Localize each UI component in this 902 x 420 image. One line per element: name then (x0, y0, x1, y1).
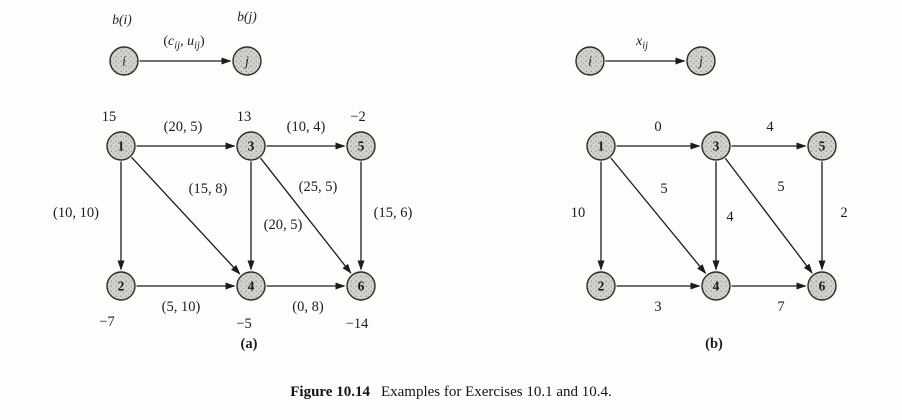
edge-label-b-3-6: 5 (777, 179, 784, 195)
diagram-a: i b(i) j b(j) (cij, uij) 115 3 13 5 −2 2 −7 4 −5 6 −14 (… (53, 9, 412, 352)
node-b-4-label: 4 (713, 279, 720, 294)
legend-arc-label-a: (cij, uij) (163, 34, 205, 52)
legend-supply-label-a-i: b(i) (112, 12, 132, 27)
legend-arc-label-b: xij (635, 34, 648, 52)
edge-a-3-6 (260, 157, 352, 274)
node-a-5-label: 5 (358, 139, 365, 154)
node-value-a-1: 15 (102, 109, 117, 125)
edge-label-a-5-6: (15, 6) (374, 205, 413, 221)
caption-figure-label: Figure 10.14 (290, 384, 370, 400)
node-a-1-label: 1 (118, 139, 125, 154)
node-b-3 (701, 131, 731, 161)
node-b-6-label: 6 (819, 279, 826, 294)
node-a-2-label: 2 (118, 279, 125, 294)
node-a-5 (346, 131, 376, 161)
legend-node-a-j (232, 46, 262, 76)
edge-label-a-3-6: (25, 5) (299, 179, 338, 195)
node-a-2 (106, 271, 136, 301)
node-value-a-2: −7 (99, 314, 114, 330)
node-b-5 (807, 131, 837, 161)
legend-node-a-i (109, 46, 139, 76)
node-b-6 (807, 271, 837, 301)
edge-label-a-1-2: (10, 10) (53, 205, 99, 221)
node-a-3 (236, 131, 266, 161)
edge-label-b-3-5: 4 (766, 119, 774, 135)
legend-node-b-j-label: j (697, 54, 703, 69)
node-b-3-label: 3 (713, 139, 720, 154)
edge-label-b-4-6: 7 (777, 299, 784, 315)
figure-canvas: ib(i)jb(j)(cij, uij)1153135−22−74−56−14(… (53, 9, 848, 352)
legend-node-b-i-label: i (588, 54, 592, 69)
legend-node-b-j (686, 46, 716, 76)
edge-label-b-5-6: 2 (840, 205, 847, 221)
legend-node-b-i (575, 46, 605, 76)
node-a-1 (106, 131, 136, 161)
edge-label-a-4-6: (0, 8) (292, 299, 324, 315)
node-value-a-6: −14 (346, 316, 369, 332)
edge-label-b-3-4: 4 (726, 209, 734, 225)
node-value-a-5: −2 (350, 109, 365, 125)
diagram-label-b: (b) (705, 336, 723, 352)
figure-caption: Figure 10.14 Examples for Exercises 10.1 … (0, 384, 902, 401)
node-b-4 (701, 271, 731, 301)
node-a-6-label: 6 (358, 279, 365, 294)
node-a-4 (236, 271, 266, 301)
node-b-2 (586, 271, 616, 301)
edge-label-b-1-3: 0 (654, 119, 661, 135)
node-value-a-3: 13 (237, 109, 252, 125)
edge-label-a-2-4: (5, 10) (162, 299, 201, 315)
node-a-3-label: 3 (248, 139, 255, 154)
edge-label-a-1-4: (15, 8) (189, 181, 228, 197)
node-a-6 (346, 271, 376, 301)
node-b-1-label: 1 (598, 139, 605, 154)
legend-supply-label-a-j: b(j) (237, 9, 257, 24)
node-a-4-label: 4 (248, 279, 255, 294)
legend-node-a-i-label: i (122, 54, 126, 69)
node-b-5-label: 5 (819, 139, 826, 154)
diagram-label-a: (a) (241, 336, 258, 352)
edge-label-b-1-4: 5 (660, 181, 667, 197)
node-b-2-label: 2 (598, 279, 605, 294)
legend-a: i b(i) j b(j) (cij, uij) (109, 9, 262, 76)
node-b-1 (586, 131, 616, 161)
edge-a-1-4 (131, 156, 241, 275)
edge-b-1-4 (610, 157, 707, 275)
edge-label-b-2-4: 3 (654, 299, 661, 315)
legend-node-a-j-label: j (243, 54, 249, 69)
edge-b-3-6 (724, 157, 813, 274)
edge-label-b-1-2: 10 (571, 205, 586, 221)
edge-label-a-3-5: (10, 4) (287, 119, 326, 135)
node-value-a-4: −5 (236, 316, 251, 332)
diagram-b: i j xij 1 3 5 2 4 6 0 4 10 5 4 5 2 3 7 (b) (571, 34, 848, 352)
edge-label-a-3-4: (20, 5) (264, 217, 303, 233)
edge-label-a-1-3: (20, 5) (164, 119, 203, 135)
caption-text: Examples for Exercises 10.1 and 10.4. (380, 384, 612, 400)
legend-b: i j xij (575, 34, 716, 76)
